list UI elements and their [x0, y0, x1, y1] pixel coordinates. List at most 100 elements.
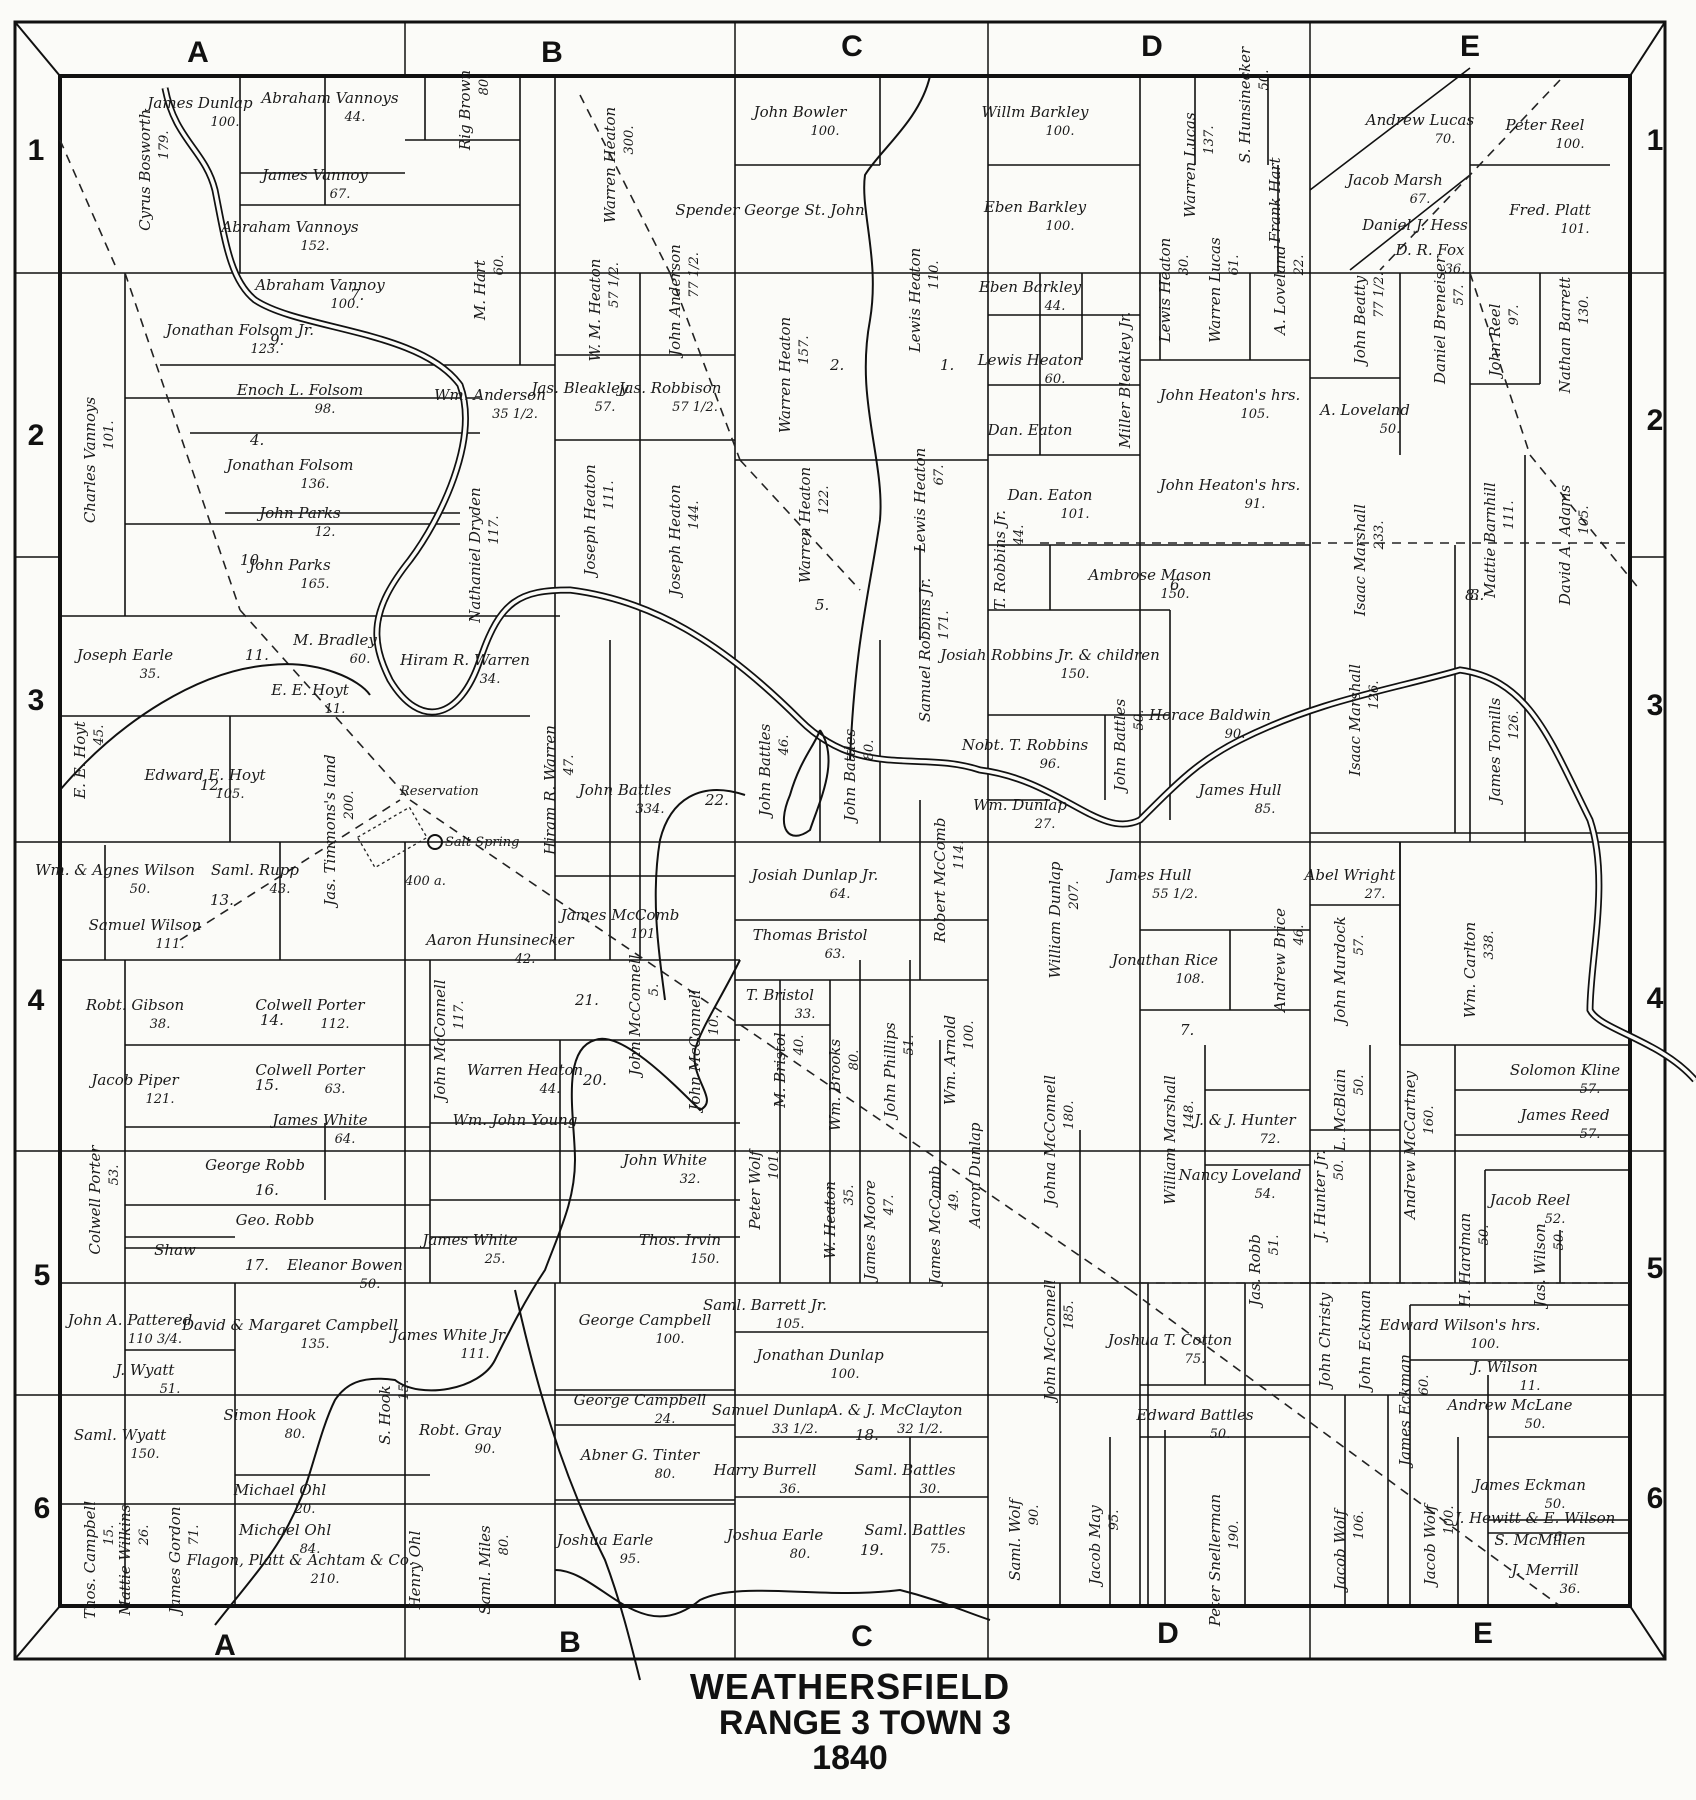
parcel-owner: James Reed [1517, 1106, 1609, 1124]
parcel-owner: S. McMillen [1494, 1531, 1585, 1549]
parcel-owner: Lewis Heaton [977, 351, 1083, 369]
section-number: 5. [815, 596, 829, 614]
parcel-acres: 50. [1380, 422, 1401, 437]
parcel-owner: Edward Wilson's hrs. [1379, 1316, 1541, 1334]
parcel-owner: Nobt. T. Robbins [961, 736, 1089, 754]
parcel-owner: S. Hunsinecker [1236, 46, 1254, 163]
parcel-acres: 51. [160, 1382, 181, 1397]
parcel-owner: John Battles [1111, 698, 1129, 794]
parcel-owner: Jonathan Dunlap [753, 1346, 884, 1364]
parcel-owner: Edward Battles [1135, 1406, 1254, 1424]
section-number: 18. [855, 1426, 879, 1444]
parcel-owner: Saml. Miles [476, 1525, 494, 1615]
parcel-acres: 54. [1255, 1187, 1276, 1202]
parcel-acres: 80. [790, 1547, 811, 1562]
section-number: 3. [1470, 586, 1484, 604]
parcel-owner: Wm. Carlton [1461, 922, 1479, 1018]
parcel-owner: Jonathan Rice [1109, 951, 1218, 969]
parcel-owner: John Beatty [1351, 275, 1369, 367]
parcel-acres: 130. [1577, 296, 1592, 325]
parcel-acres: 90. [1027, 1505, 1042, 1526]
parcel-acres: 180. [1062, 1101, 1077, 1130]
parcel-acres: 67. [1410, 192, 1431, 207]
parcel-acres: 50. [1525, 1417, 1546, 1432]
parcel-acres: 152. [301, 239, 330, 254]
parcel-owner: Rig Brown [456, 70, 474, 151]
parcel-owner: John Bowler [751, 103, 848, 121]
parcel-acres: 12. [315, 525, 336, 540]
parcel-acres: 101. [102, 421, 117, 450]
parcel-acres: 27. [1364, 887, 1386, 902]
section-number: 11. [245, 646, 269, 664]
parcel: Miller Bleakley Jr. [1116, 312, 1134, 450]
parcel-owner: John McConnell [626, 954, 644, 1078]
parcel-owner: Simon Hook [224, 1406, 317, 1424]
parcel-owner: Lewis Heaton [906, 248, 924, 354]
parcel-owner: Thos. Irvin [639, 1231, 721, 1249]
parcel-acres: 100. [1471, 1337, 1500, 1352]
parcel-owner: Abner G. Tinter [579, 1446, 700, 1464]
salt-spring-icon [427, 834, 443, 850]
parcel-acres: 77 1/2. [1372, 272, 1387, 318]
parcel-owner: Spender George St. John [675, 201, 864, 219]
parcel-owner: John McConnell [686, 989, 704, 1113]
parcel-owner: John McConnell [1041, 1279, 1059, 1403]
grid-row-left-1: 1 [28, 134, 45, 167]
section-number: 6. [1170, 576, 1184, 594]
parcel: Saml. Barrett Jr.105. [703, 1296, 827, 1332]
grid-row-right-1: 1 [1647, 124, 1664, 157]
parcel-owner: Warren Heaton [796, 467, 814, 583]
parcel-acres: 6. [1554, 1530, 1566, 1545]
parcel-acres: 11. [325, 702, 346, 717]
parcel-acres: 35 1/2. [492, 407, 538, 422]
river-inner [163, 87, 1696, 1082]
map-subtitle: RANGE 3 TOWN 3 [718, 1703, 1012, 1742]
parcel: S. McMillen [1494, 1531, 1585, 1549]
parcel-acres: 117. [487, 516, 502, 545]
parcel-acres: 32. [680, 1172, 701, 1187]
parcel-acres: 32 1/2. [897, 1422, 943, 1437]
parcel-owner: L. McBlain [1331, 1069, 1349, 1152]
parcel-owner: Nathan Barrett [1556, 276, 1574, 394]
parcel-owner: Abraham Vannoys [219, 218, 358, 236]
parcel-owner: George Campbell [579, 1311, 712, 1329]
parcel-owner: Lewis Heaton [911, 448, 929, 554]
parcel-acres: 36. [1560, 1582, 1581, 1597]
parcel-owner: J. & J. Hunter [1191, 1111, 1296, 1129]
parcel-acres: 67. [932, 465, 947, 486]
salt-spring-reservation: Reservation Salt Spring 400 a. [356, 784, 519, 889]
